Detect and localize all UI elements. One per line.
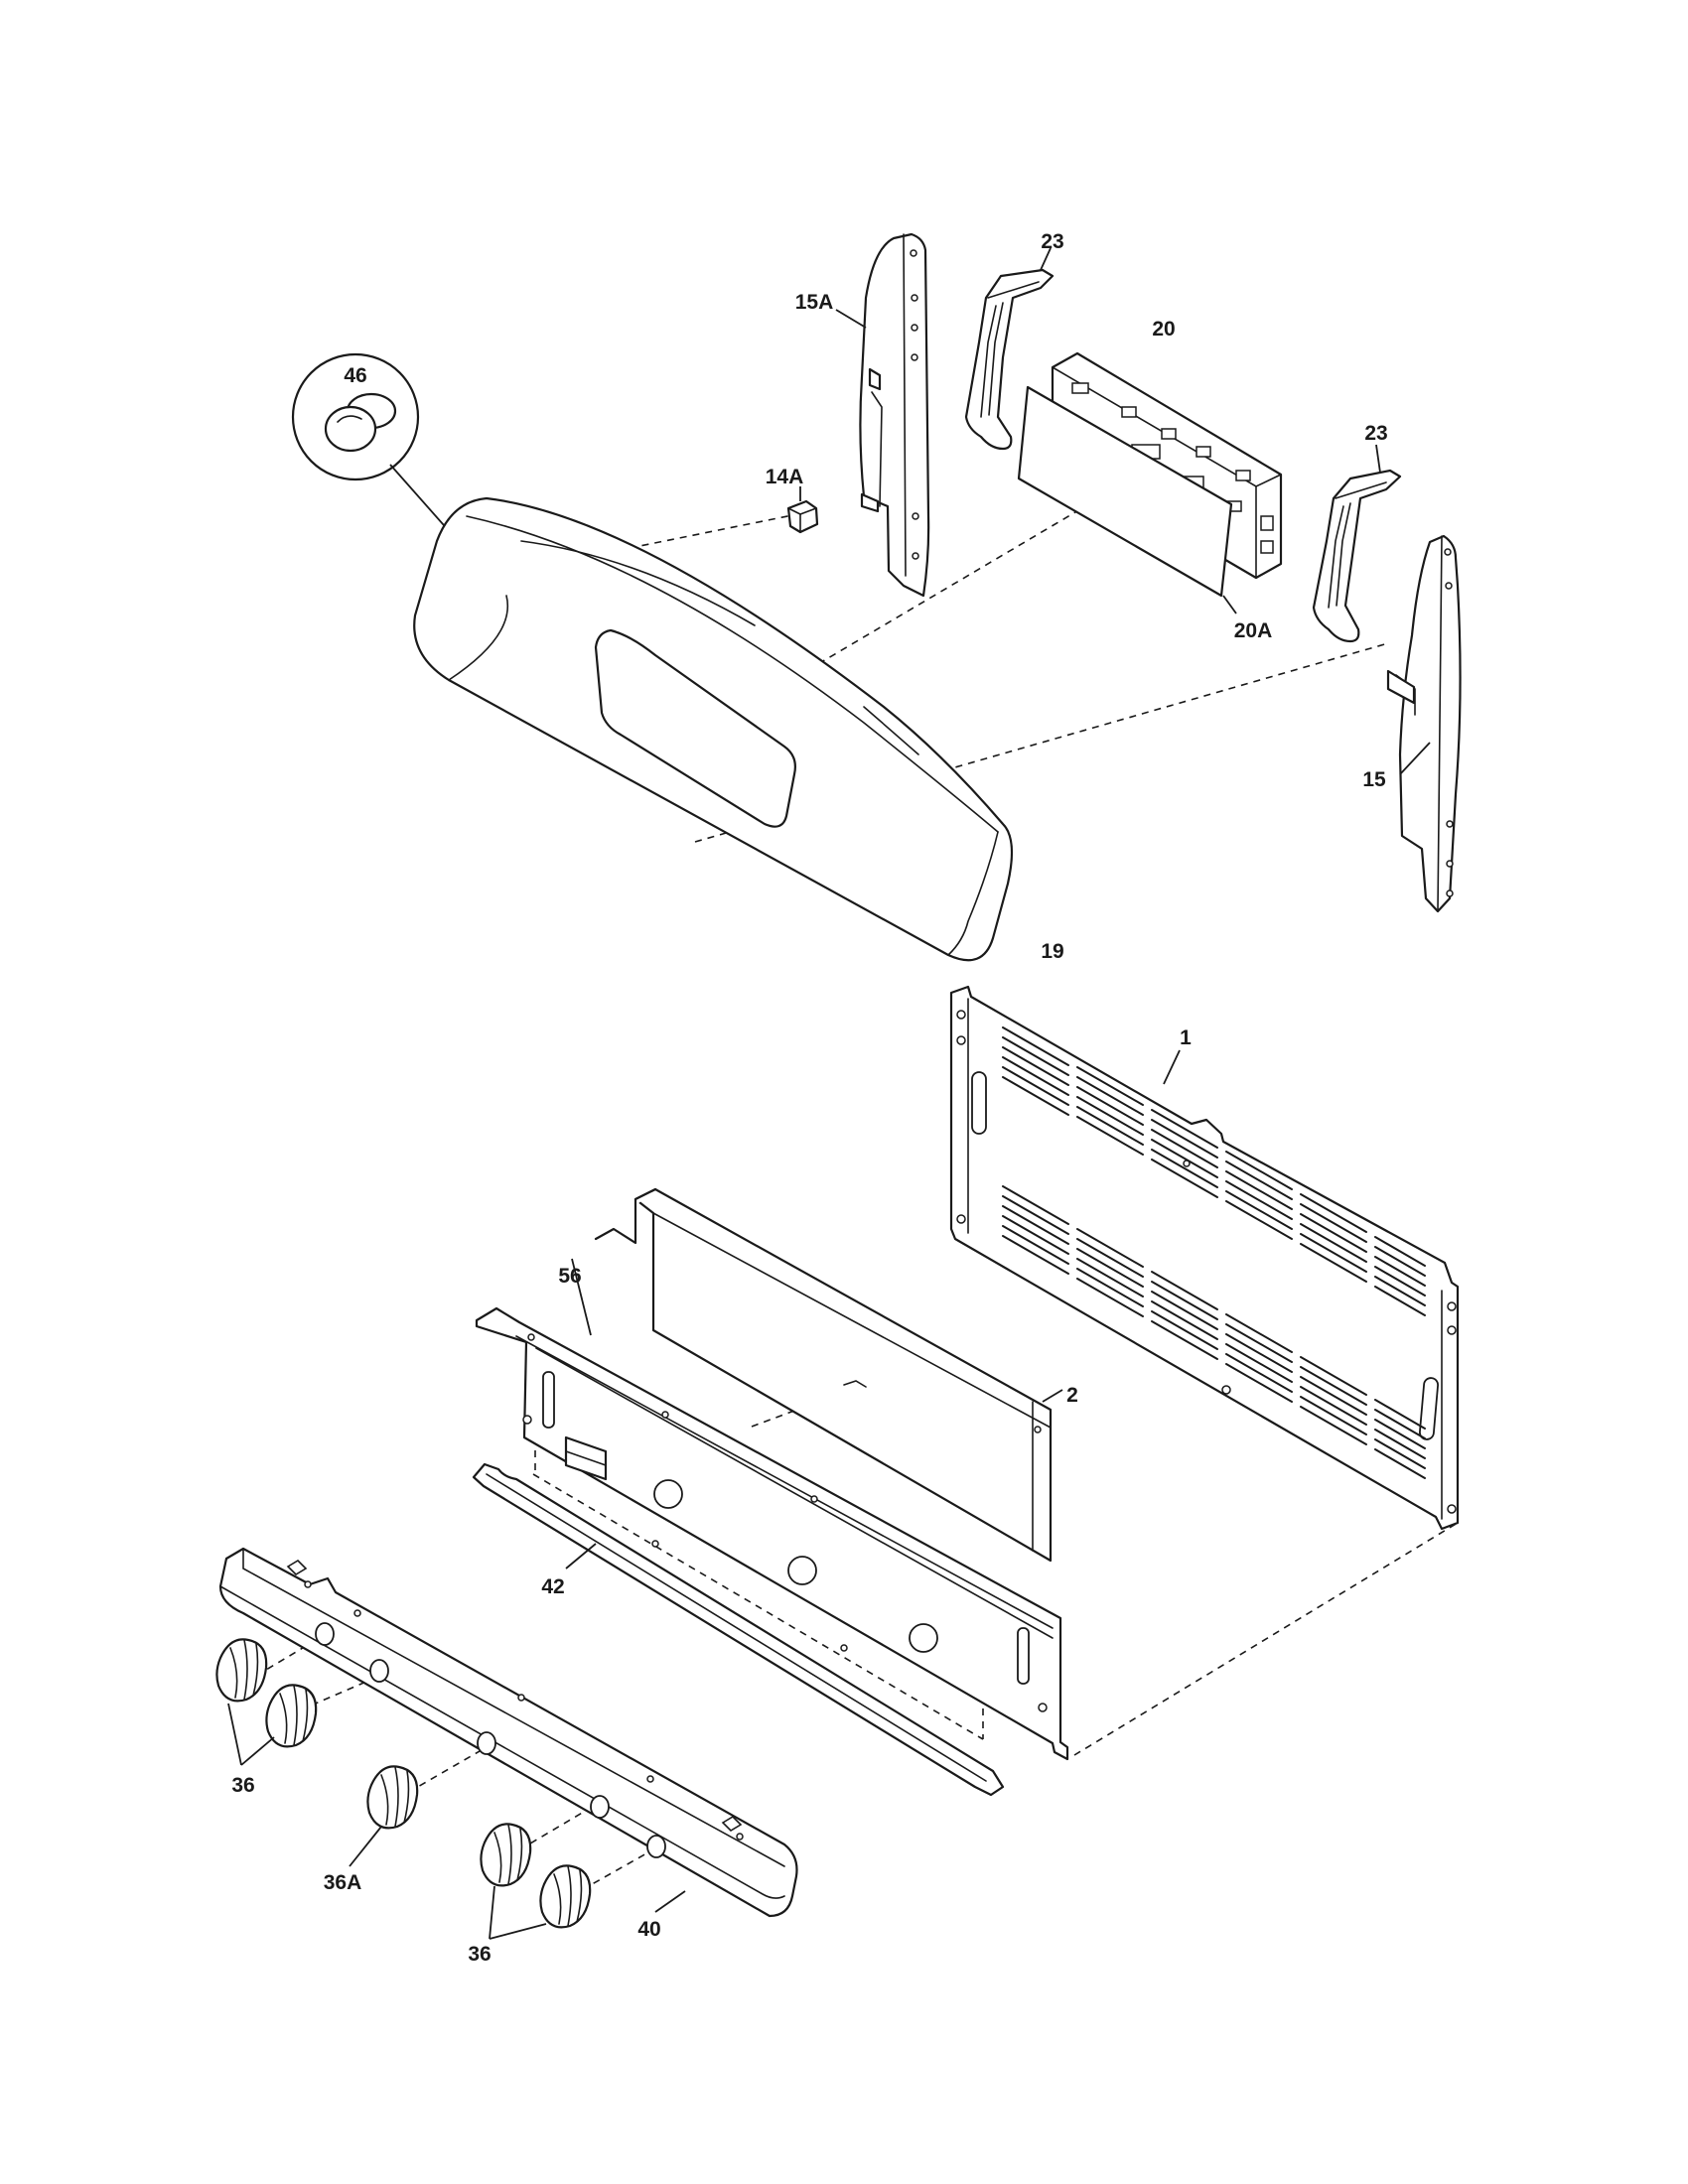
knob-1 (215, 1638, 268, 1703)
part-23-clip-upper (964, 247, 1055, 451)
callout-20: 20 (1152, 318, 1175, 341)
knobs (215, 1638, 592, 1940)
part-15A-left-bracket (835, 232, 930, 598)
callout-20A: 20A (1234, 619, 1273, 642)
part-20A-overlay (1017, 385, 1237, 614)
part-15-right-bracket (1386, 534, 1462, 913)
part-14A-switch (786, 486, 819, 534)
callout-15: 15 (1362, 768, 1386, 791)
callout-42: 42 (541, 1575, 564, 1598)
part-56-mounting-bracket (475, 1258, 1069, 1761)
callout-labels: 46 15A 23 20 14A 23 20A 15 19 1 56 2 42 … (231, 230, 1387, 1966)
callout-36-left: 36 (231, 1774, 254, 1797)
callout-36-right: 36 (468, 1943, 491, 1966)
part-2-back-shield (594, 1187, 1063, 1563)
part-42-trim-strip (472, 1462, 1005, 1797)
callout-19: 19 (1041, 940, 1063, 963)
knob-leaders (227, 1703, 547, 1940)
part-40-manifold-panel (218, 1547, 798, 1918)
callout-1: 1 (1180, 1026, 1192, 1049)
callout-40: 40 (637, 1918, 660, 1941)
callout-36A: 36A (324, 1871, 362, 1894)
knob-3 (366, 1765, 419, 1830)
knob-5 (539, 1864, 592, 1929)
louver-slots (1002, 1026, 1426, 1479)
callout-2: 2 (1066, 1384, 1078, 1407)
knob-4 (480, 1823, 532, 1887)
callout-56: 56 (558, 1265, 581, 1288)
part-46-button-detail (291, 352, 562, 660)
callout-15A: 15A (795, 291, 834, 314)
callout-46: 46 (344, 364, 366, 387)
callout-23-upper: 23 (1041, 230, 1063, 253)
callout-23-lower: 23 (1364, 422, 1387, 445)
part-19-control-panel (413, 496, 1014, 962)
part-1-rear-panel (949, 985, 1460, 1531)
knob-2 (265, 1684, 318, 1748)
callout-14A: 14A (766, 466, 804, 488)
part-23-clip-lower (1312, 444, 1402, 643)
